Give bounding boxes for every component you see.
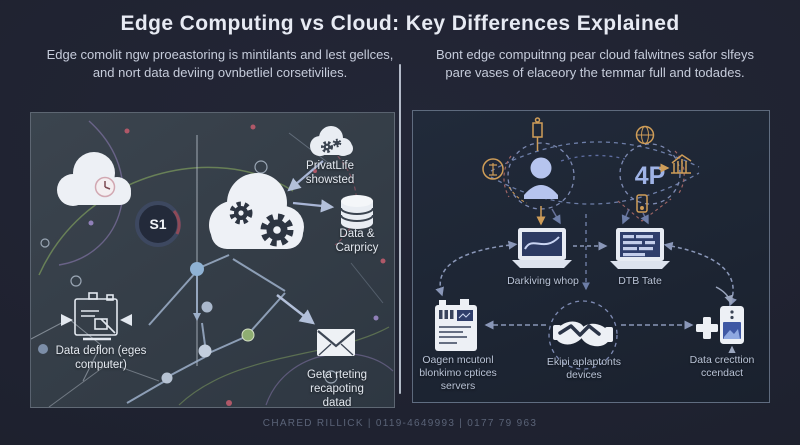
s1-node: S1 [135, 201, 181, 247]
devices-label: Ekipi aplaptonts devices [546, 356, 622, 381]
columns-icon [671, 154, 692, 174]
collection-label: Data crecttion ccendact [689, 354, 755, 379]
laptop-code-icon [610, 228, 670, 269]
cloud-gears-icon [209, 173, 304, 249]
phone-icon [720, 306, 744, 344]
tower-icon [532, 117, 543, 151]
user-icon [524, 157, 558, 199]
globe-icon [635, 125, 655, 145]
flow-arrows [276, 160, 335, 325]
privatlife-label: PrivatLife showsted [305, 160, 355, 187]
vertical-divider [399, 64, 401, 394]
reporting-label: Geta rteting recapoting datad [306, 369, 368, 408]
edge-illustration-panel: S1 PrivatLife showsted Data & Carpricy D… [30, 112, 395, 408]
edge-network-graphic: S1 [31, 120, 394, 407]
data-capacity-label: Data & Carpricy [335, 228, 379, 255]
database-icon [340, 195, 374, 229]
network-decoration [31, 120, 394, 407]
orange-icons [482, 117, 692, 226]
laptop-left-label: Darkiving whop [507, 275, 579, 287]
s1-badge-label: S1 [149, 216, 166, 232]
page-title: Edge Computing vs Cloud: Key Differences… [120, 12, 680, 35]
envelope-icon [317, 329, 355, 356]
cloud-clock-icon [57, 152, 131, 206]
dashed-orbits [490, 141, 700, 222]
cloud-flowchart-graphic: 4P [435, 117, 744, 370]
down-arrows [551, 208, 649, 225]
cloud-flowchart-panel: 4P [412, 110, 770, 403]
plus-icon [696, 317, 718, 339]
intro-right: Bont edge compuitnng pear cloud falwitne… [436, 47, 754, 81]
servers-label: Oagen mcutonl blonkimo cptices servers [419, 354, 497, 392]
scales-icon [482, 158, 504, 180]
gear-icon [260, 213, 294, 247]
laptop-right-label: DTB Tate [618, 275, 662, 287]
handshake-icon [548, 300, 618, 370]
footer-contact: CHARED RILLICK | 0119-4649993 | 0177 79 … [262, 418, 538, 429]
network-glyph-label: 4P [635, 162, 666, 190]
cloud-gear-small-icon [310, 126, 353, 156]
edge-device-icon [61, 292, 132, 341]
mobile-icon [636, 194, 648, 213]
server-icon [435, 299, 477, 351]
gear-icon [229, 201, 253, 225]
data-device-label: Data deflon (eges computer) [55, 345, 147, 372]
dashed-connectors [435, 214, 737, 353]
laptop-graph-icon [512, 228, 572, 268]
intro-left: Edge comolit ngw proeastoring is mintila… [46, 47, 394, 81]
